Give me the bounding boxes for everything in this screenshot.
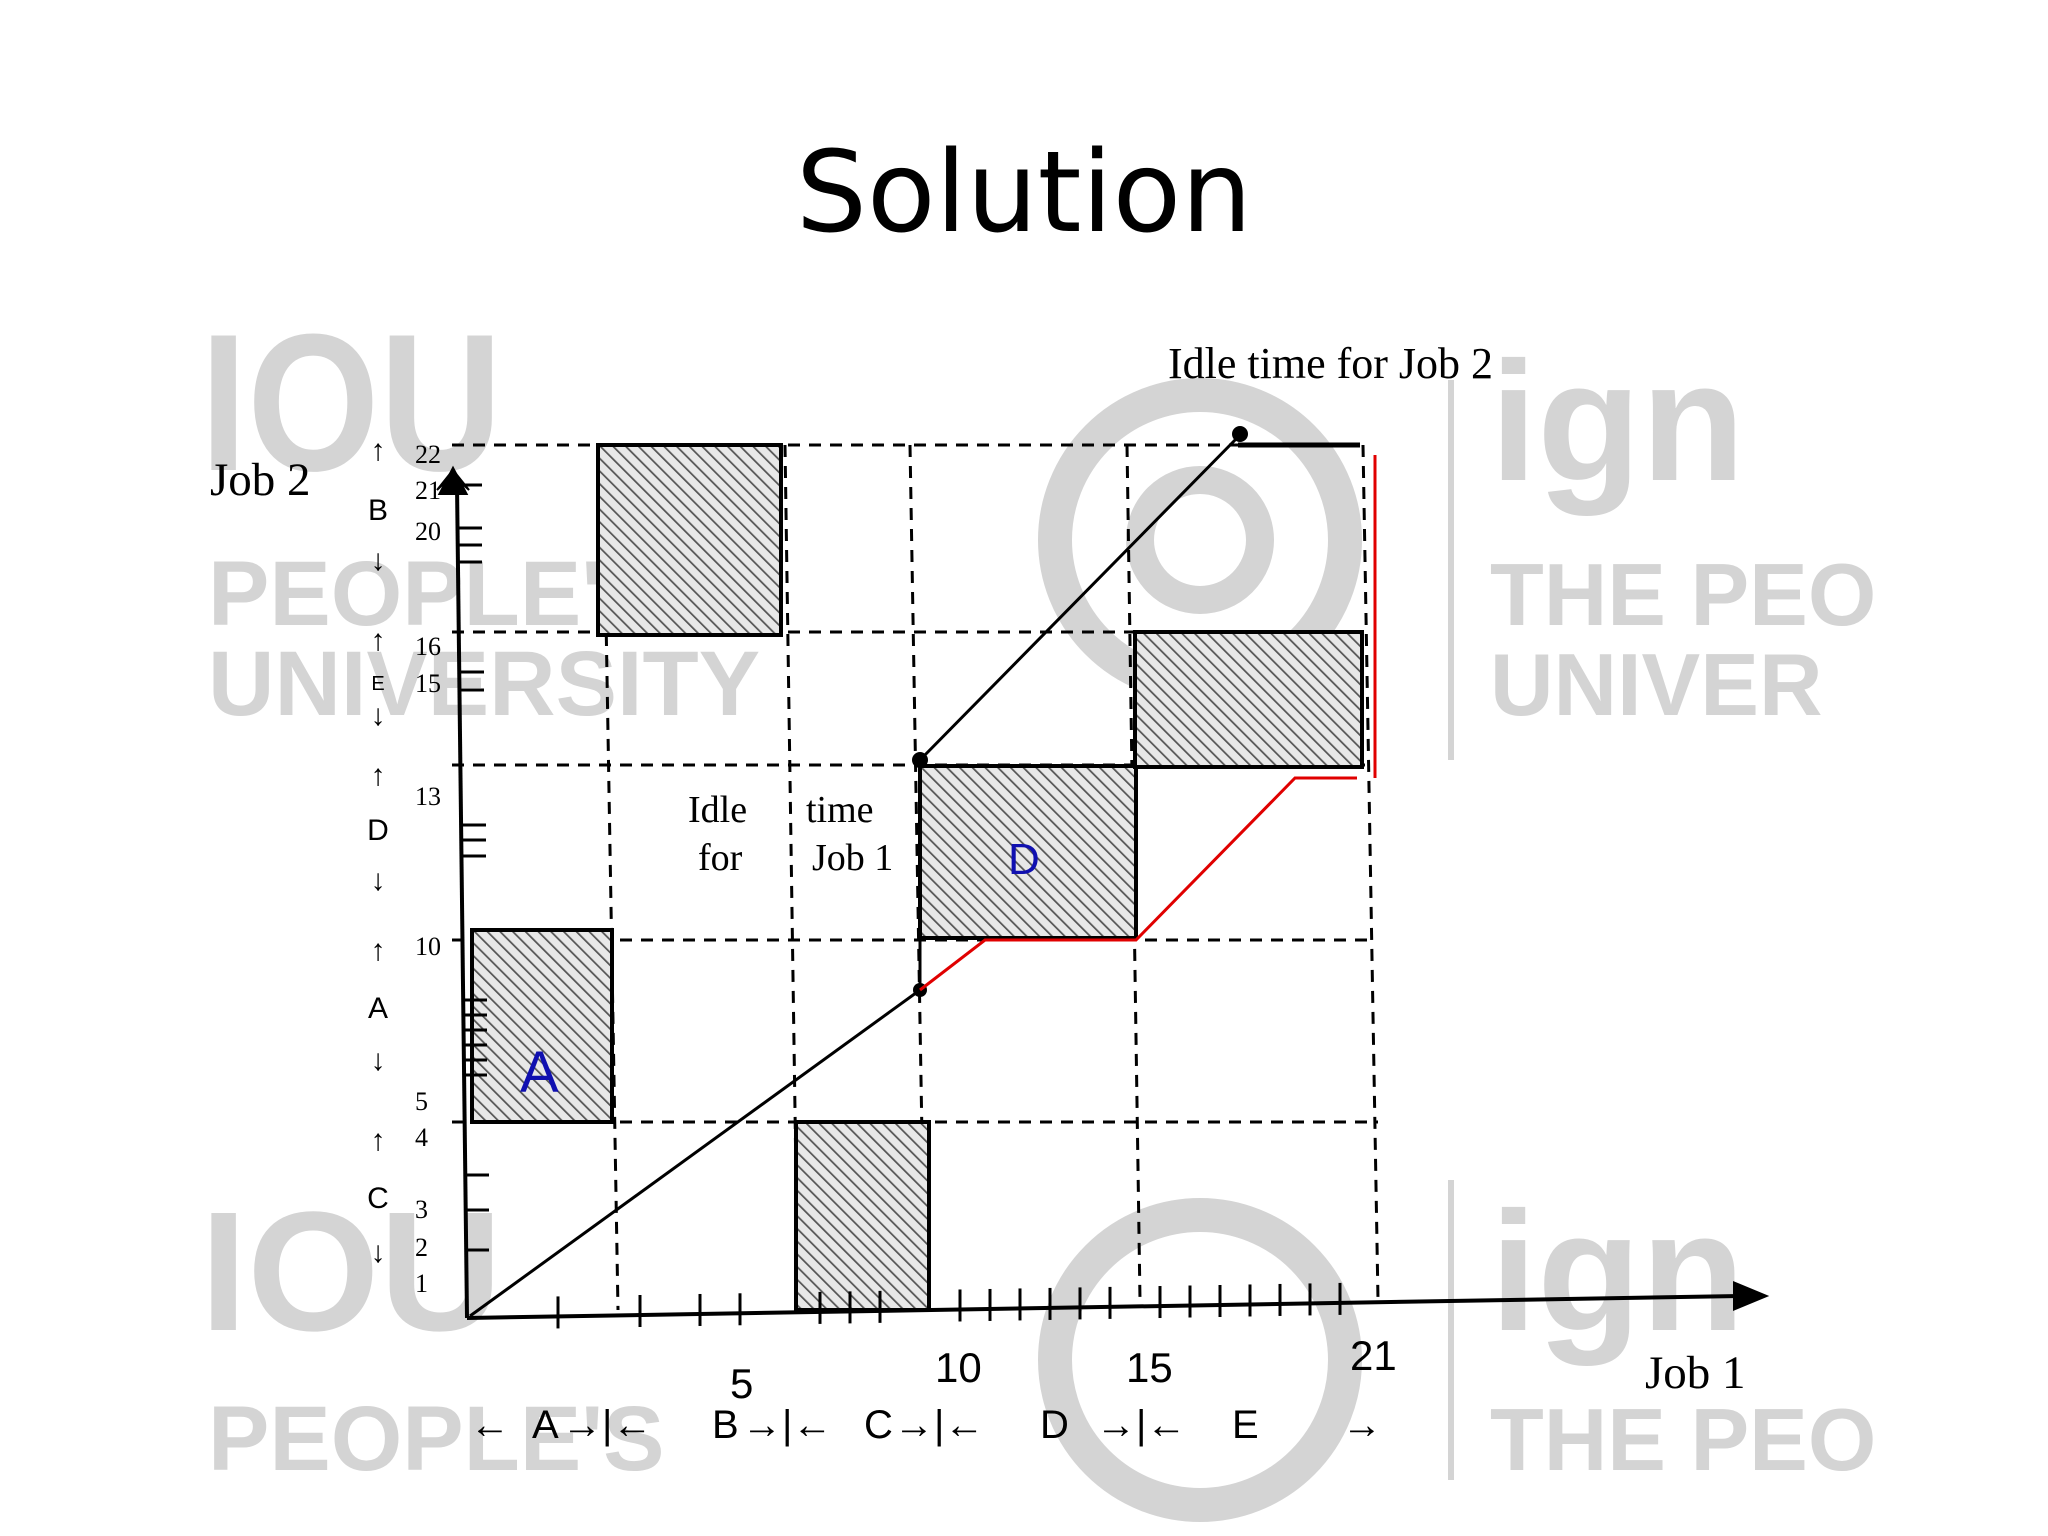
y-op-d-down: ↓: [371, 864, 386, 897]
y-tick-5: 5: [415, 1087, 428, 1116]
watermark-emblem-bottom: [1038, 1198, 1362, 1522]
y-op-c-up: ↑: [371, 1124, 386, 1157]
x-operation-labels: ← A →|← B →|← C →|← D →|← E →: [470, 1403, 1382, 1447]
x-op-d: D: [1040, 1403, 1069, 1447]
box-d: [918, 764, 1138, 940]
x-op-e-right: →: [1342, 1403, 1382, 1447]
x-op-d-right: →|←: [1096, 1403, 1186, 1447]
y-tick-22: 22: [415, 440, 441, 469]
y-tick-13: 13: [415, 782, 441, 811]
y-op-c: C: [367, 1182, 389, 1215]
x-axis-title: Job 1: [1645, 1347, 1746, 1399]
y-axis-ticks: [458, 483, 489, 1252]
y-op-e-up: ↑: [371, 624, 386, 657]
y-op-b-up: ↑: [371, 434, 386, 467]
y-op-e-down: ↓: [371, 699, 386, 732]
watermark-logo-text-bottom-left: IOU: [200, 1177, 502, 1367]
watermark-divider-top: [1448, 380, 1454, 760]
y-op-c-down: ↓: [371, 1236, 386, 1269]
y-op-b: B: [368, 494, 388, 527]
watermark-ign-bottom: ign: [1490, 1177, 1745, 1367]
y-op-b-down: ↓: [371, 544, 386, 577]
box-a: [470, 928, 614, 1124]
watermark-the-peo-top: THE PEO: [1490, 545, 1876, 644]
x-axis-arrowhead: [1733, 1281, 1770, 1311]
path-point-2: [912, 752, 928, 768]
y-op-d-up: ↑: [371, 759, 386, 792]
watermark-peoples-top: PEOPLE'S: [208, 543, 664, 645]
y-op-a-down: ↓: [371, 1044, 386, 1077]
y-tick-10: 10: [415, 932, 441, 961]
x-axis-ticks: [556, 1282, 1342, 1329]
y-op-a: A: [368, 992, 388, 1025]
grid-v-e: [1361, 444, 1380, 1301]
grid-v-a: [601, 444, 620, 1311]
watermark-ign-top: ign: [1490, 327, 1745, 517]
y-axis-line: [455, 484, 469, 1319]
operation-boxes: [470, 443, 1364, 1312]
path-segment-1: [469, 988, 921, 1318]
slide-title: Solution: [795, 128, 1253, 258]
x-op-c: C: [864, 1403, 893, 1447]
idle-job1-word-4: Job 1: [812, 837, 893, 879]
red-path-line: [919, 776, 1357, 992]
y-tick-2: 2: [415, 1233, 428, 1262]
box-c: [794, 1120, 931, 1312]
x-axis-line: [466, 1294, 1741, 1320]
y-tick-4: 4: [415, 1123, 428, 1152]
box-job2-b: [596, 443, 783, 637]
y-op-e: E: [371, 673, 384, 695]
x-op-a-left: ←: [470, 1403, 510, 1447]
idle-job1-word-1: Idle: [688, 789, 747, 831]
box-label-a: A: [520, 1040, 559, 1105]
y-operation-labels: ↑ B ↓ ↑ E ↓ ↑ D ↓ ↑ A ↓ ↑ C ↓: [367, 434, 389, 1269]
y-tick-20: 20: [415, 517, 441, 546]
x-tick-5: 5: [730, 1360, 753, 1407]
watermark-the-peo-bottom: THE PEO: [1490, 1390, 1876, 1489]
watermark: IOU PEOPLE'S UNIVERSITY ign THE PEO UNIV…: [200, 293, 1876, 1522]
x-tick-10: 10: [935, 1344, 982, 1391]
box-job1-e: [1133, 630, 1364, 769]
red-alternative-path: [919, 455, 1377, 992]
idle-job1-word-2: time: [806, 789, 874, 831]
x-tick-15: 15: [1126, 1344, 1173, 1391]
watermark-emblem-inner-top: [1126, 466, 1274, 614]
y-axis-arrowhead: [437, 465, 469, 495]
x-op-c-right: →|←: [894, 1403, 984, 1447]
y-tick-labels: 22 21 20 16 15 13 10 5 4 3 2 1: [415, 440, 441, 1298]
x-op-a: A: [532, 1403, 559, 1447]
path-segment-3: [918, 435, 1240, 762]
y-op-a-up: ↑: [371, 934, 386, 967]
y-axis-title: Job 2: [210, 454, 311, 506]
y-tick-15: 15: [415, 669, 441, 698]
watermark-divider-bottom: [1448, 1180, 1454, 1480]
x-op-b: B: [712, 1403, 739, 1447]
y-tick-1: 1: [415, 1269, 428, 1298]
watermark-university-top: UNIVERSITY: [208, 633, 760, 735]
y-op-d: D: [367, 814, 389, 847]
idle-job1-word-3: for: [698, 837, 743, 879]
job-progress-path: [469, 435, 1360, 1318]
box-label-d: D: [1008, 835, 1040, 884]
y-tick-21: 21: [415, 476, 441, 505]
y-tick-3: 3: [415, 1195, 428, 1224]
watermark-univer-top: UNIVER: [1490, 635, 1823, 734]
x-op-a-right: →|←: [562, 1403, 652, 1447]
y-tick-16: 16: [415, 632, 441, 661]
watermark-peoples-bottom: PEOPLE'S: [208, 1388, 664, 1490]
axes: [436, 465, 1770, 1320]
x-tick-21: 21: [1350, 1332, 1397, 1379]
path-point-3: [1232, 426, 1248, 442]
x-op-b-right: →|←: [742, 1403, 832, 1447]
idle-time-job2-label: Idle time for Job 2: [1168, 339, 1493, 388]
x-op-e: E: [1232, 1403, 1259, 1447]
x-tick-labels: 5 10 15 21: [730, 1332, 1397, 1407]
